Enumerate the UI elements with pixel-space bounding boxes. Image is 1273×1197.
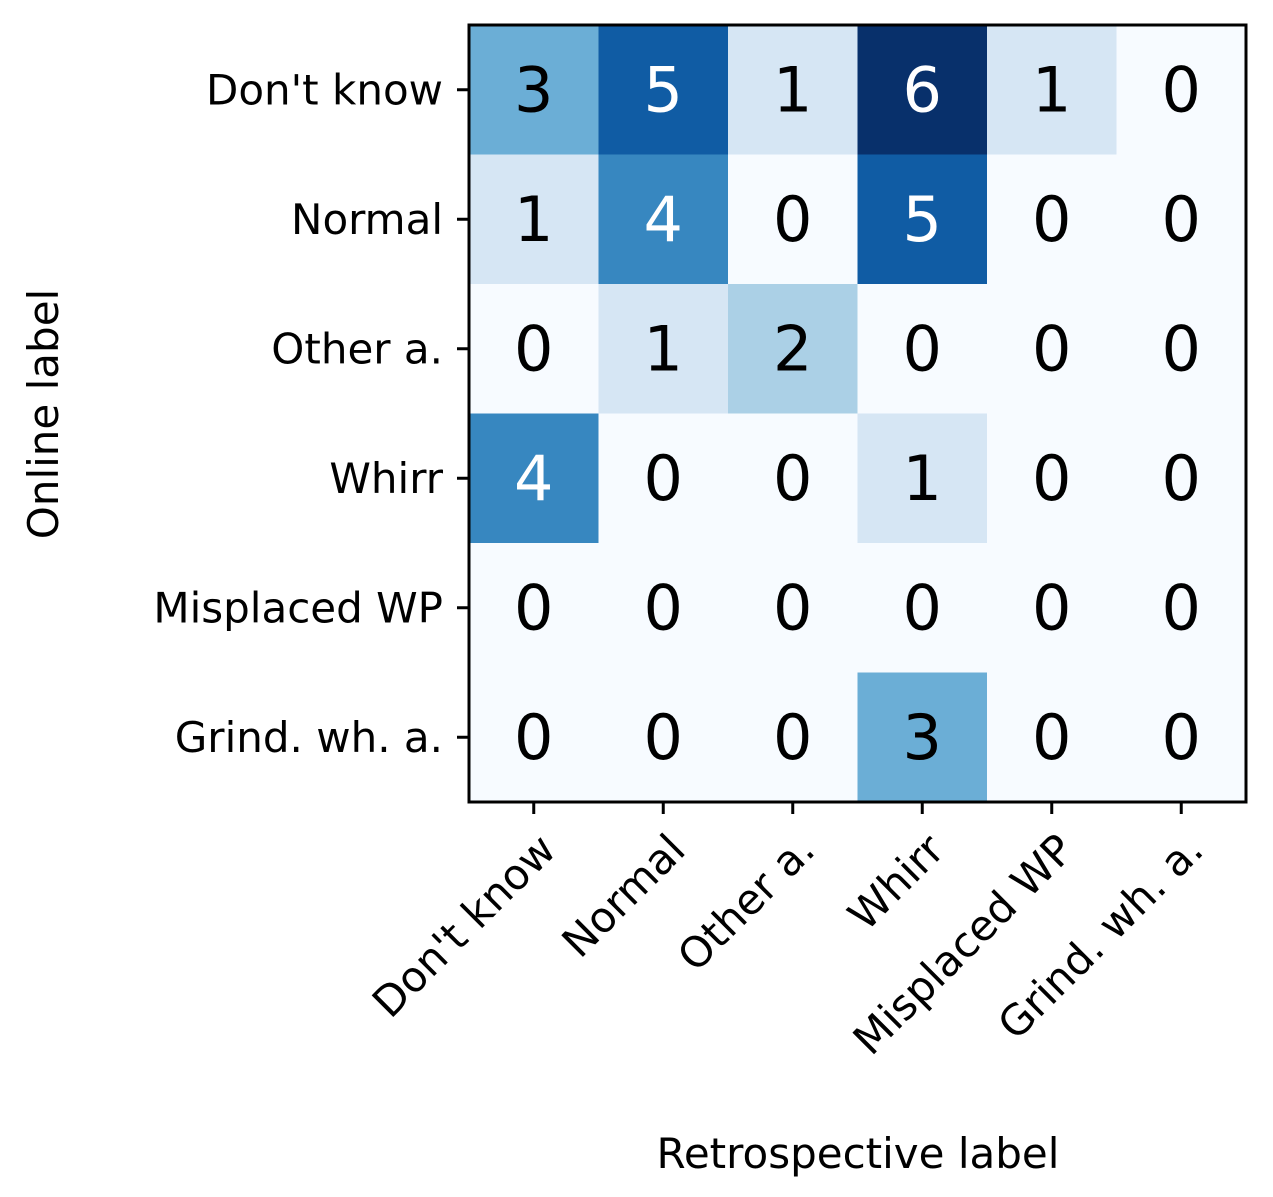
cell-value-label: 0 <box>514 312 553 385</box>
heatmap-cell <box>598 672 729 803</box>
heatmap-cell-labels: 3 5 1 6 1 0 1 4 0 5 0 0 0 1 2 0 0 0 4 0 0 1 0 0 0 0 0 0 0 0 0 0 0 3 0 0 <box>514 53 1201 774</box>
heatmap-cell <box>857 413 988 544</box>
cell-value-label: 0 <box>1032 183 1071 256</box>
heatmap-cell <box>1116 284 1247 415</box>
heatmap-cell <box>598 543 729 674</box>
heatmap-cell <box>987 413 1118 544</box>
heatmap-cell <box>728 672 859 803</box>
cell-value-label: 0 <box>1032 571 1071 644</box>
cell-value-label: 1 <box>903 442 942 515</box>
heatmap-cell <box>469 25 600 156</box>
cell-value-label: 1 <box>773 53 812 126</box>
heatmap-cell <box>728 25 859 156</box>
cell-value-label: 0 <box>903 571 942 644</box>
cell-value-label: 0 <box>644 442 683 515</box>
heatmap-cell <box>728 413 859 544</box>
cell-value-label: 2 <box>773 312 812 385</box>
heatmap-cell <box>857 672 988 803</box>
cell-value-label: 1 <box>1032 53 1071 126</box>
cell-value-label: 0 <box>1032 701 1071 774</box>
cell-value-label: 0 <box>1162 312 1201 385</box>
cell-value-label: 0 <box>1162 571 1201 644</box>
cell-value-label: 0 <box>514 701 553 774</box>
heatmap-cell <box>857 543 988 674</box>
heatmap-cell <box>469 543 600 674</box>
cell-value-label: 3 <box>903 701 942 774</box>
x-tick-label: Whirr <box>839 824 955 940</box>
heatmap-cell <box>598 154 729 285</box>
heatmap-cell <box>728 284 859 415</box>
heatmap-cell <box>1116 154 1247 285</box>
cell-value-label: 5 <box>903 183 942 256</box>
cell-value-label: 0 <box>773 701 812 774</box>
cell-value-label: 5 <box>644 53 683 126</box>
cell-value-label: 1 <box>644 312 683 385</box>
heatmap-cell <box>987 154 1118 285</box>
x-tick-label: Other a. <box>668 825 824 981</box>
y-axis-label: Online label <box>19 289 68 539</box>
cell-value-label: 0 <box>773 442 812 515</box>
cell-value-label: 0 <box>1032 312 1071 385</box>
heatmap-cell <box>857 154 988 285</box>
heatmap-cell <box>469 672 600 803</box>
heatmap-cell <box>598 413 729 544</box>
y-tick-label: Other a. <box>271 324 443 373</box>
cell-value-label: 0 <box>644 571 683 644</box>
cell-value-label: 0 <box>1162 53 1201 126</box>
heatmap-cells <box>469 25 1247 803</box>
y-tick-label: Don't know <box>206 65 443 114</box>
cell-value-label: 6 <box>903 53 942 126</box>
heatmap-cell <box>469 284 600 415</box>
cell-value-label: 0 <box>514 571 553 644</box>
y-tick-label: Normal <box>291 195 443 244</box>
heatmap-cell <box>1116 413 1247 544</box>
heatmap-cell <box>728 543 859 674</box>
cell-value-label: 0 <box>773 183 812 256</box>
cell-value-label: 1 <box>514 183 553 256</box>
x-axis-label: Retrospective label <box>657 1129 1060 1178</box>
heatmap-cell <box>469 154 600 285</box>
plot-frame <box>467 23 1248 804</box>
heatmap-cell <box>728 154 859 285</box>
heatmap-cell <box>987 543 1118 674</box>
heatmap-cell <box>987 284 1118 415</box>
y-tick-label: Whirr <box>329 454 443 503</box>
cell-value-label: 0 <box>1162 701 1201 774</box>
heatmap-cell <box>987 672 1118 803</box>
x-tick-label: Misplaced WP <box>844 825 1083 1064</box>
heatmap-cell <box>598 25 729 156</box>
cell-value-label: 4 <box>514 442 553 515</box>
cell-value-label: 3 <box>514 53 553 126</box>
heatmap-cell <box>857 25 988 156</box>
heatmap-cell <box>469 413 600 544</box>
heatmap-cell <box>1116 672 1247 803</box>
cell-value-label: 0 <box>1032 442 1071 515</box>
cell-value-label: 4 <box>644 183 683 256</box>
cell-value-label: 0 <box>1162 442 1201 515</box>
cell-value-label: 0 <box>903 312 942 385</box>
cell-value-label: 0 <box>773 571 812 644</box>
heatmap-cell <box>1116 543 1247 674</box>
cell-value-label: 0 <box>1162 183 1201 256</box>
cell-value-label: 0 <box>644 701 683 774</box>
y-tick-label: Misplaced WP <box>153 583 443 632</box>
heatmap-cell <box>598 284 729 415</box>
heatmap-cell <box>857 284 988 415</box>
y-tick-label: Grind. wh. a. <box>175 713 443 762</box>
heatmap-cell <box>987 25 1118 156</box>
heatmap-cell <box>1116 25 1247 156</box>
x-tick-label: Don't know <box>363 825 565 1027</box>
